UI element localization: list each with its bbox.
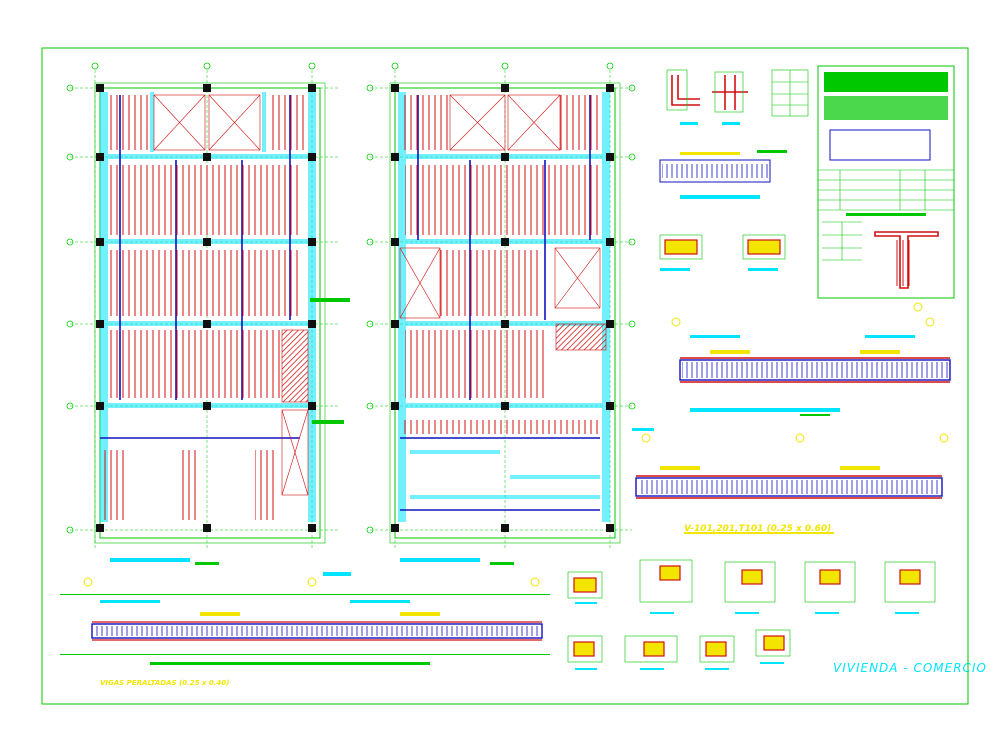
notes-table — [817, 65, 955, 299]
floor-plan-right — [323, 62, 636, 576]
beam-title-2: VIGAS PERALTADAS (0.25 x 0.40) — [100, 679, 229, 687]
connection-details — [659, 69, 809, 271]
project-name: VIVIENDA - COMERCIO — [833, 661, 987, 675]
sheet-border — [41, 47, 969, 705]
beam-elevation-1 — [671, 302, 951, 416]
beam-title-1: V-101,201,T101 (0.25 x 0.60) — [684, 524, 831, 534]
beam-elevation-2 — [632, 428, 949, 534]
floor-plan-left — [66, 62, 350, 565]
section-details — [567, 559, 936, 670]
beam-elevation-3 — [60, 577, 550, 665]
